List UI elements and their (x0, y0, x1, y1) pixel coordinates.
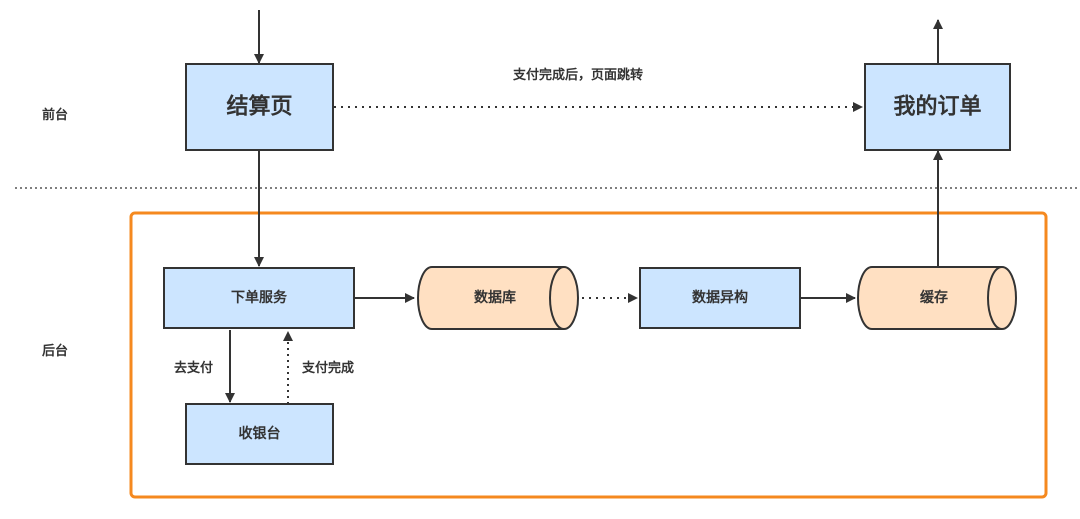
edge-label-go-pay: 去支付 (174, 360, 213, 376)
database-label: 数据库 (474, 289, 516, 306)
checkout-node: 结算页 (185, 63, 334, 151)
edge-label-pay-done: 支付完成 (301, 360, 354, 376)
my-orders-label: 我的订单 (893, 94, 981, 120)
order-service-label: 下单服务 (231, 289, 288, 306)
heterogeneous-node: 数据异构 (639, 267, 801, 329)
checkout-label: 结算页 (226, 94, 292, 120)
lane-label-front: 前台 (42, 107, 68, 123)
cache-label: 缓存 (920, 289, 948, 306)
database-node: 数据库 (417, 266, 579, 330)
my-orders-node: 我的订单 (864, 63, 1011, 151)
cashier-node: 收银台 (185, 403, 334, 465)
heterogeneous-label: 数据异构 (692, 289, 748, 306)
backend-container (129, 211, 1048, 499)
cashier-label: 收银台 (239, 425, 281, 442)
cache-node: 缓存 (857, 266, 1017, 330)
edge-label-redirect: 支付完成后，页面跳转 (512, 67, 643, 83)
order-service-node: 下单服务 (163, 267, 355, 329)
lane-label-back: 后台 (42, 343, 68, 359)
